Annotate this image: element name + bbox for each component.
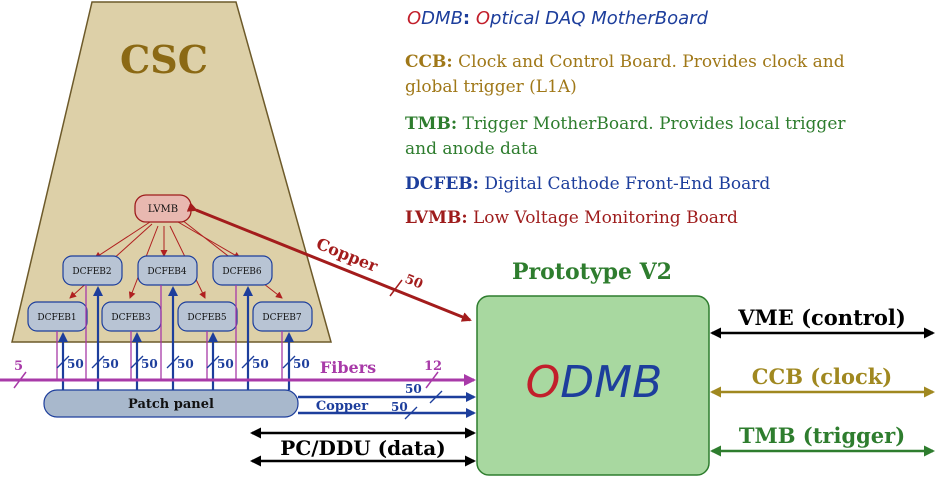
odmb-title: ODMB: Optical DAQ MotherBoard	[407, 8, 708, 29]
dcfeb2-copper-count: 50	[102, 357, 119, 371]
dcfeb5-copper-count: 50	[217, 357, 234, 371]
legend-tmb: TMB: Trigger MotherBoard. Provides local…	[405, 112, 846, 162]
legend-tmb-key: TMB:	[405, 114, 458, 134]
dcfeb5-label: DCFEB5	[187, 313, 227, 323]
legend-dcfeb-text: Digital Cathode Front-End Board	[484, 174, 771, 194]
legend-dcfeb: DCFEB: Digital Cathode Front-End Board	[405, 172, 770, 197]
legend-ccb-key: CCB:	[405, 52, 453, 72]
copper-bottom-tick-2	[404, 406, 418, 420]
patch-panel	[43, 389, 299, 418]
dcfeb7-copper-count: 50	[293, 357, 310, 371]
title-odmb-o: O	[407, 8, 422, 29]
odmb-logo: ODMB	[526, 357, 663, 408]
legend-lvmb-key: LVMB:	[405, 208, 468, 228]
ccb-label: CCB (clock)	[752, 364, 892, 389]
fibers-count-right: 12	[424, 359, 442, 374]
fibers-tick-left	[13, 371, 27, 389]
odmb-logo-rest: DMB	[560, 357, 662, 408]
legend-lvmb-text: Low Voltage Monitoring Board	[473, 208, 738, 228]
lvmb-odmb-tick	[389, 279, 403, 297]
pcddu-label: PC/DDU (data)	[280, 436, 445, 460]
title-board-rest: oard	[667, 8, 708, 29]
copper-bottom-count-b: 50	[391, 400, 408, 414]
dcfeb2-label: DCFEB2	[72, 267, 111, 277]
title-board-b: B	[654, 8, 668, 29]
dcfeb2-box	[62, 255, 123, 286]
dcfeb6-label: DCFEB6	[222, 267, 262, 277]
title-colon: :	[462, 8, 471, 29]
fibers-label: Fibers	[320, 358, 376, 377]
copper-bottom-count-a: 50	[405, 382, 422, 396]
title-daq: DAQ	[545, 8, 592, 29]
fibers-count-left: 5	[14, 359, 23, 374]
dcfeb1-label: DCFEB1	[37, 313, 76, 323]
csc-label: CSC	[120, 37, 208, 82]
legend-ccb-text-2: global trigger (L1A)	[405, 77, 577, 97]
dcfeb4-copper-count: 50	[177, 357, 194, 371]
copper-tick-marks	[56, 355, 296, 369]
legend-lvmb: LVMB: Low Voltage Monitoring Board	[405, 206, 738, 231]
fibers-tick-right	[425, 371, 439, 389]
lvmb-label: LVMB	[148, 204, 178, 215]
lvmb-odmb-copper-link	[186, 202, 472, 322]
odmb-box	[476, 295, 710, 476]
copper-bottom-label: Copper	[316, 399, 368, 414]
legend-ccb: CCB: Clock and Control Board. Provides c…	[405, 50, 845, 100]
title-optical-rest: ptical	[490, 8, 546, 29]
legend-tmb-text-2: and anode data	[405, 139, 539, 159]
tmb-label: TMB (trigger)	[739, 423, 905, 448]
title-optical-o: O	[475, 8, 491, 29]
odmb-prototype-label: Prototype V2	[512, 259, 672, 285]
title-odmb-rest: DMB	[421, 8, 463, 29]
patch-panel-label: Patch panel	[128, 397, 214, 412]
dcfeb3-copper-count: 50	[141, 357, 158, 371]
title-mother-m: M	[591, 8, 607, 29]
vme-label: VME (control)	[737, 305, 906, 330]
dcfeb4-label: DCFEB4	[147, 267, 187, 277]
legend-dcfeb-key: DCFEB:	[405, 174, 479, 194]
dcfeb6-copper-count: 50	[252, 357, 269, 371]
legend-tmb-text-1: Trigger MotherBoard. Provides local trig…	[462, 114, 846, 134]
legend-ccb-text-1: Clock and Control Board. Provides clock …	[458, 52, 845, 72]
dcfeb3-label: DCFEB3	[111, 313, 151, 323]
title-mother-rest: other	[606, 8, 655, 29]
dcfeb7-label: DCFEB7	[262, 313, 302, 323]
lvmb-odmb-copper-count: 50	[403, 272, 425, 293]
dcfeb1-copper-count: 50	[67, 357, 84, 371]
copper-bottom-tick-1	[429, 390, 443, 404]
odmb-logo-o: O	[526, 357, 561, 408]
